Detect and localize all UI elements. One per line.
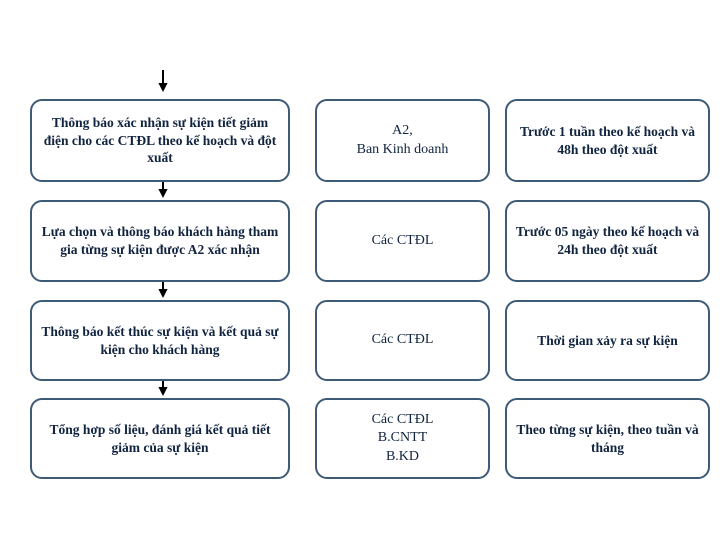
timing-2-box: Trước 05 ngày theo kế hoạch và 24h theo … (505, 200, 710, 282)
timing-2-label: Trước 05 ngày theo kế hoạch và 24h theo … (515, 224, 700, 257)
timing-3-label: Thời gian xảy ra sự kiện (537, 332, 678, 348)
timing-1-box: Trước 1 tuần theo kế hoạch và 48h theo đ… (505, 99, 710, 182)
timing-1-label: Trước 1 tuần theo kế hoạch và 48h theo đ… (519, 123, 696, 157)
process-step-1-box: Thông báo xác nhận sự kiện tiết giảm điệ… (30, 99, 290, 182)
process-step-2-box: Lựa chọn và thông báo khách hàng tham gi… (30, 200, 290, 282)
responsible-unit-3-label: Các CTĐL (371, 332, 434, 348)
responsible-unit-2-box: Các CTĐL (315, 200, 490, 282)
process-step-1-label: Thông báo xác nhận sự kiện tiết giảm điệ… (43, 114, 277, 166)
responsible-unit-4-box: Các CTĐL B.CNTT B.KD (315, 398, 490, 479)
responsible-unit-4-label: Các CTĐL B.CNTT B.KD (371, 411, 434, 464)
process-step-3-box: Thông báo kết thúc sự kiện và kết quả sự… (30, 300, 290, 381)
process-step-4-label: Tổng hợp số liệu, đánh giá kết quả tiết … (49, 421, 271, 455)
responsible-unit-3-box: Các CTĐL (315, 300, 490, 381)
timing-4-label: Theo từng sự kiện, theo tuần và tháng (516, 421, 699, 455)
process-step-2-label: Lựa chọn và thông báo khách hàng tham gi… (41, 224, 279, 257)
timing-4-box: Theo từng sự kiện, theo tuần và tháng (505, 398, 710, 479)
responsible-unit-1-box: A2, Ban Kinh doanh (315, 99, 490, 182)
responsible-unit-1-label: A2, Ban Kinh doanh (356, 123, 449, 157)
timing-3-box: Thời gian xảy ra sự kiện (505, 300, 710, 381)
arrow-into-step-1-icon (155, 70, 171, 92)
process-step-3-label: Thông báo kết thúc sự kiện và kết quả sự… (41, 323, 279, 357)
responsible-unit-2-label: Các CTĐL (371, 232, 434, 248)
process-step-4-box: Tổng hợp số liệu, đánh giá kết quả tiết … (30, 398, 290, 479)
